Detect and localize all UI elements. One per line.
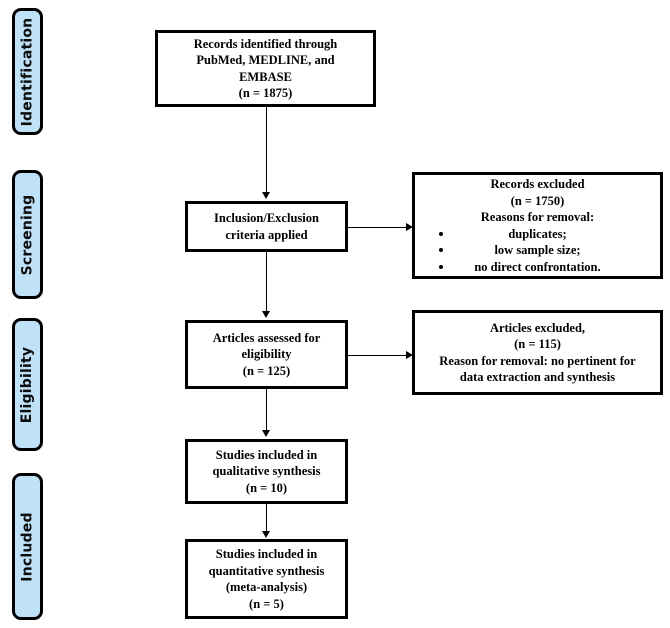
box-criteria-applied-line-2: criteria applied: [225, 227, 308, 242]
box-quantitative-synthesis: Studies included in quantitative synthes…: [185, 539, 348, 619]
box-quantitative-synthesis-line-1: Studies included in: [215, 547, 318, 561]
bullet-point-icon: [439, 248, 443, 253]
arrow-criteria-to-records-excluded: [406, 223, 413, 231]
box-criteria-applied-line-1: Inclusion/Exclusion: [214, 211, 319, 225]
stage-tab-eligibility: Eligibility: [12, 318, 43, 451]
box-records-identified-line-1: Records identified through: [193, 36, 338, 51]
box-articles-assessed-count: (n = 125): [242, 363, 291, 378]
box-records-identified-count: (n = 1875): [238, 86, 293, 100]
stage-tab-identification-label: Identification: [19, 17, 36, 126]
box-records-excluded-bullet-3-label: no direct confrontation.: [474, 259, 601, 274]
bullet-point-icon: [439, 264, 443, 269]
box-records-excluded-bullet-3: no direct confrontation.: [421, 259, 654, 276]
box-articles-excluded: Articles excluded, (n = 115) Reason for …: [412, 310, 663, 395]
box-articles-assessed-line-2: eligibility: [241, 347, 292, 362]
box-articles-assessed: Articles assessed for eligibility (n = 1…: [185, 320, 348, 389]
box-records-excluded-bullet-2: low sample size;: [421, 242, 654, 259]
box-records-excluded-bullet-1: duplicates;: [421, 226, 654, 243]
box-quantitative-synthesis-line-3: (meta-analysis): [225, 580, 308, 594]
box-records-identified: Records identified through PubMed, MEDLI…: [155, 30, 376, 107]
box-quantitative-synthesis-count: (n = 5): [249, 596, 284, 611]
connector-criteria-to-records-excluded: [348, 227, 408, 228]
stage-tab-screening-label: Screening: [19, 194, 36, 275]
box-articles-excluded-line-1: Articles excluded,: [489, 320, 586, 335]
arrow-identified-to-criteria: [262, 192, 270, 199]
box-records-excluded-bullet-1-label: duplicates;: [508, 226, 567, 241]
arrow-qualitative-to-quantitative: [262, 531, 270, 538]
stage-tab-included-label: Included: [19, 511, 36, 582]
connector-identified-to-criteria: [266, 107, 267, 194]
arrow-criteria-to-assessed: [262, 311, 270, 318]
box-qualitative-synthesis-line-2: qualitative synthesis: [212, 464, 321, 479]
stage-tab-identification: Identification: [12, 8, 43, 135]
box-qualitative-synthesis: Studies included in qualitative synthesi…: [185, 439, 348, 504]
box-records-excluded-bullet-2-label: low sample size;: [494, 243, 581, 257]
stage-tab-included: Included: [12, 473, 43, 620]
connector-criteria-to-assessed: [266, 252, 267, 314]
connector-assessed-to-qualitative: [266, 389, 267, 433]
box-articles-excluded-count: (n = 115): [514, 337, 561, 351]
box-records-excluded-count: (n = 1750): [510, 193, 565, 208]
connector-qualitative-to-quantitative: [266, 504, 267, 534]
connector-assessed-to-articles-excluded: [348, 355, 408, 356]
box-articles-excluded-line-4: data extraction and synthesis: [459, 370, 616, 384]
box-articles-assessed-line-1: Articles assessed for: [212, 330, 321, 345]
box-records-excluded-line-1: Records excluded: [490, 177, 585, 191]
box-articles-excluded-line-3: Reason for removal: no pertinent for: [439, 353, 636, 368]
box-qualitative-synthesis-line-1: Studies included in: [215, 447, 318, 462]
stage-tab-eligibility-label: Eligibility: [19, 346, 36, 423]
stage-tab-screening: Screening: [12, 170, 43, 299]
box-quantitative-synthesis-line-2: quantitative synthesis: [208, 563, 325, 578]
arrow-assessed-to-articles-excluded: [406, 351, 413, 359]
bullet-point-icon: [439, 231, 443, 236]
box-criteria-applied: Inclusion/Exclusion criteria applied: [185, 201, 348, 252]
box-qualitative-synthesis-count: (n = 10): [245, 480, 288, 495]
box-records-excluded-line-3: Reasons for removal:: [480, 210, 595, 224]
box-records-identified-line-2: PubMed, MEDLINE, and: [196, 53, 335, 67]
box-records-identified-line-3: EMBASE: [239, 69, 292, 84]
arrow-assessed-to-qualitative: [262, 430, 270, 437]
box-records-excluded: Records excluded (n = 1750) Reasons for …: [412, 172, 663, 279]
